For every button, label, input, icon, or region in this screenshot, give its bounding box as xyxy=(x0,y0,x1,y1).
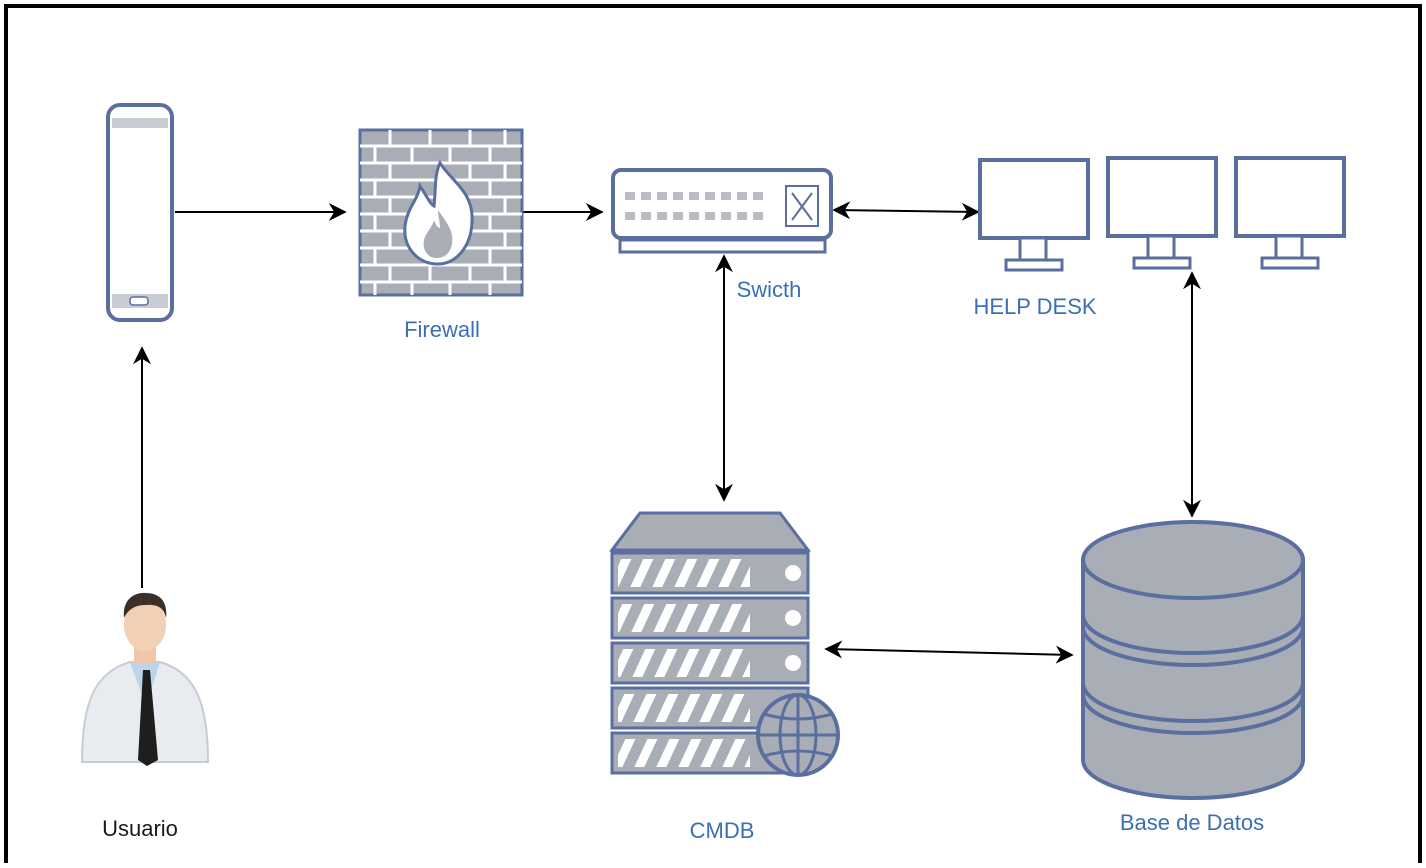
edges xyxy=(133,201,1201,664)
label-help-desk: HELP DESK xyxy=(973,294,1097,319)
globe-icon xyxy=(756,693,840,777)
smartphone-icon xyxy=(106,103,174,322)
server-rack-icon xyxy=(608,511,840,777)
label-switch: Swicth xyxy=(736,277,802,302)
firewall-icon xyxy=(358,128,524,297)
monitor-icon xyxy=(1234,156,1346,270)
edge-cmdb-database xyxy=(824,640,1074,664)
monitor-icon xyxy=(978,158,1090,272)
edge-switch-helpdesk xyxy=(832,201,980,221)
label-cmdb: CMDB xyxy=(689,818,755,843)
person-icon xyxy=(80,592,210,766)
label-firewall: Firewall xyxy=(404,317,480,342)
label-base-de-datos: Base de Datos xyxy=(1119,810,1265,835)
network-switch-icon xyxy=(611,168,833,254)
monitor-icon xyxy=(1106,156,1218,270)
label-usuario: Usuario xyxy=(102,816,178,841)
database-icon xyxy=(1081,520,1305,800)
